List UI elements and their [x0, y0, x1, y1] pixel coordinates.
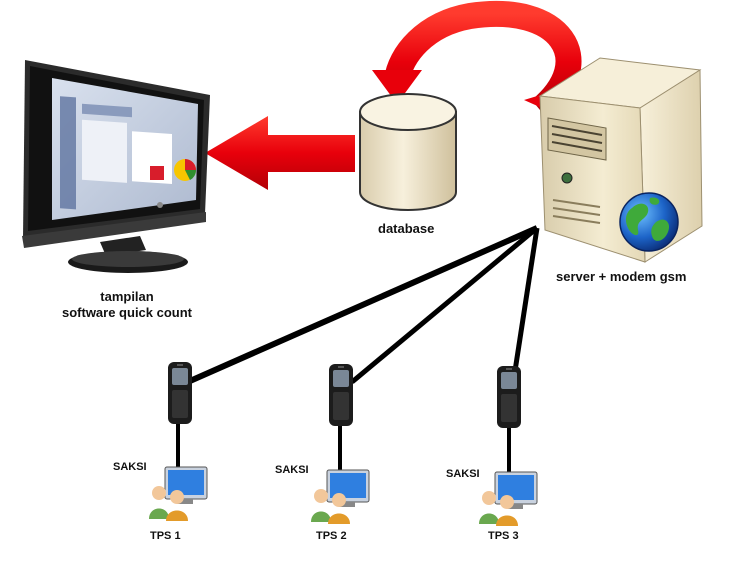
mobile-phone-icon — [168, 362, 192, 424]
link-lines — [176, 225, 540, 475]
monitor-caption-line2: software quick count — [61, 304, 193, 320]
database-cylinder-icon — [359, 93, 457, 211]
saksi-label-2: SAKSI — [275, 464, 309, 476]
saksi-label-3: SAKSI — [446, 468, 480, 480]
mobile-phone-icon — [329, 364, 353, 426]
link-tps2-server — [350, 226, 539, 384]
monitor-caption: tampilan software quick count — [52, 289, 202, 320]
monitor-caption-line1: tampilan — [100, 289, 154, 304]
saksi-label-1: SAKSI — [113, 461, 147, 473]
users-at-computer-icon — [479, 471, 538, 526]
users-at-computer-icon — [149, 466, 208, 521]
tps-label-1: TPS 1 — [150, 530, 181, 542]
server-tower-icon — [538, 57, 703, 263]
database-label: database — [378, 221, 435, 236]
server-label: server + modem gsm — [556, 269, 687, 284]
link-tps1-server — [188, 225, 539, 384]
globe-icon — [619, 192, 679, 252]
link-tps3-server — [512, 227, 540, 372]
mobile-phone-icon — [497, 366, 521, 428]
tps-label-2: TPS 2 — [316, 530, 347, 542]
users-at-computer-icon — [311, 469, 370, 524]
tps-label-3: TPS 3 — [488, 530, 519, 542]
monitor-icon — [22, 60, 210, 273]
left-arrow-icon — [205, 116, 355, 190]
